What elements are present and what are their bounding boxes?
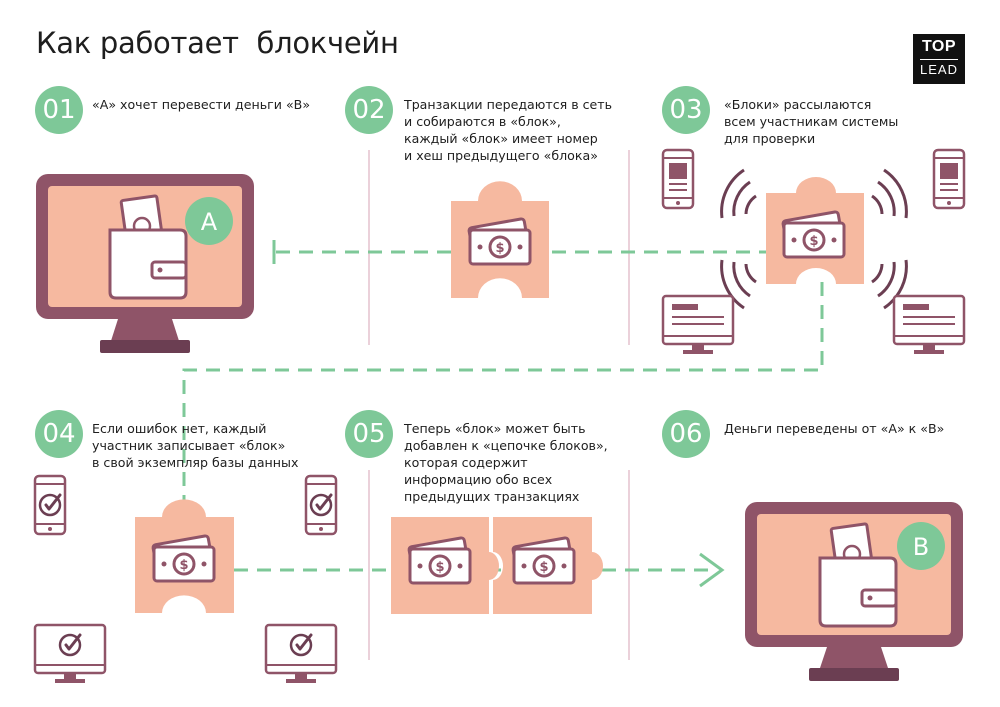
step-text-04: Если ошибок нет, каждый участник записыв… [92, 421, 299, 470]
desktop-bottom-left [661, 294, 735, 356]
block-puzzle-02 [451, 181, 549, 298]
flow-arrow-head [699, 552, 725, 588]
step-text-05: Теперь «блок» может быть добавлен к «цеп… [404, 421, 608, 504]
receiver-label: B [913, 533, 929, 561]
step-text-03: «Блоки» рассылаются всем участникам сист… [724, 97, 899, 146]
desktop-bottom-right [892, 294, 966, 356]
step-badge-03: 03 [662, 86, 710, 134]
phone-top-right [932, 148, 966, 210]
step-badge-05: 05 [345, 410, 393, 458]
verified-phone-left [33, 474, 67, 536]
step-text-06: Деньги переведены от «А» к «В» [724, 421, 945, 436]
step-badge-06: 06 [662, 410, 710, 458]
step-badge-02: 02 [345, 86, 393, 134]
column-dividers [368, 150, 630, 660]
phone-top-left [661, 148, 695, 210]
step-text-01: «А» хочет перевести деньги «В» [92, 97, 311, 112]
logo-line-1: TOP [921, 38, 957, 55]
step-badge-01: 01 [35, 86, 83, 134]
verified-desktop-left [33, 623, 107, 685]
receiver-monitor [745, 502, 963, 681]
top-lead-logo: TOP LEAD [913, 34, 965, 84]
step-badge-04: 04 [35, 410, 83, 458]
step-text-02: Транзакции передаются в сеть и собираютс… [404, 97, 613, 163]
verified-phone-right [304, 474, 338, 536]
block-chain-05 [391, 517, 603, 614]
logo-line-2: LEAD [920, 62, 958, 77]
logo-divider [920, 59, 958, 60]
block-puzzle-03 [766, 177, 864, 284]
wallet-icon [108, 194, 188, 300]
sender-label: A [201, 208, 218, 236]
block-puzzle-04 [135, 499, 234, 613]
page-title: Как работает блокчейн [36, 26, 399, 60]
wallet-icon [818, 522, 898, 628]
sender-monitor [36, 174, 254, 353]
verified-desktop-right [264, 623, 338, 685]
broadcast-waves [720, 168, 908, 310]
